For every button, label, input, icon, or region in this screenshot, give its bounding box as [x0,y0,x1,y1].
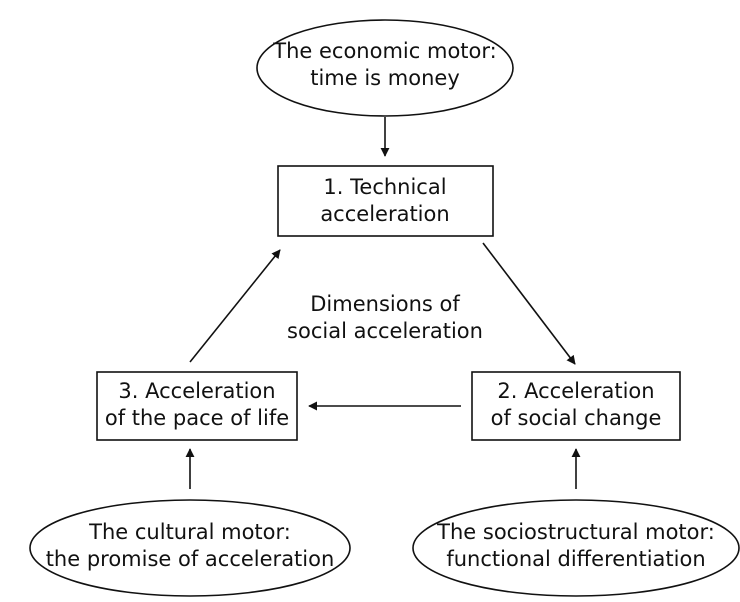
social-change-line-1: 2. Acceleration [497,379,654,403]
dimensions-center-label: Dimensions of social acceleration [287,292,483,343]
cultural-motor-node: The cultural motor: the promise of accel… [29,499,351,597]
pace-of-life-line-2: of the pace of life [105,406,289,430]
center-label-line-2: social acceleration [287,319,483,343]
cultural-motor-line-1: The cultural motor: [88,520,291,544]
sociostructural-motor-node: The sociostructural motor: functional di… [412,499,740,597]
social-change-box: 2. Acceleration of social change [471,371,681,441]
sociostructural-motor-line-2: functional differentiation [446,547,705,571]
technical-acceleration-box: 1. Technical acceleration [277,165,494,237]
pace-of-life-box: 3. Acceleration of the pace of life [96,371,298,441]
social-change-line-2: of social change [491,406,662,430]
pace-of-life-line-1: 3. Acceleration [118,379,275,403]
technical-acceleration-line-2: acceleration [320,202,449,226]
arrow-pace-of-life-to-technical [189,249,281,363]
center-label-line-1: Dimensions of [310,292,460,316]
economic-motor-node: The economic motor: time is money [256,19,514,117]
arrow-technical-to-social-change [482,242,576,365]
economic-motor-line-2: time is money [310,66,460,90]
economic-motor-line-1: The economic motor: [272,39,496,63]
technical-acceleration-line-1: 1. Technical [323,175,446,199]
sociostructural-motor-line-1: The sociostructural motor: [436,520,715,544]
cultural-motor-line-2: the promise of acceleration [46,547,335,571]
